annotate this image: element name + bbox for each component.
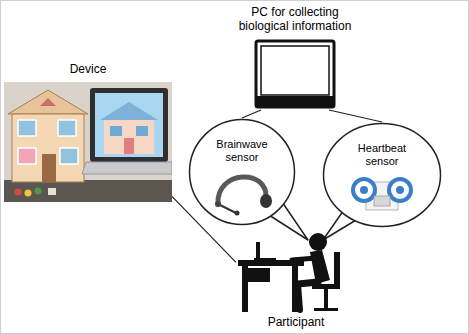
- heartbeat-sensor-picture: [322, 122, 442, 228]
- heartbeat-sensor-picture-part: [360, 186, 368, 194]
- device-photo-part: [8, 90, 88, 114]
- monitor-icon-part: [256, 41, 334, 107]
- connector-line: [329, 110, 382, 122]
- node-label: PC for collecting biological information: [229, 5, 361, 34]
- participant-figure-part: [248, 268, 270, 282]
- device-photo-part: [4, 180, 172, 202]
- device-photo-part: [12, 114, 84, 182]
- device-photo-part: [42, 154, 56, 182]
- monitor-icon-part: [261, 46, 329, 95]
- device-photo-part: [90, 88, 168, 162]
- participant-figure-part: [314, 308, 338, 311]
- headset-picture-part: [218, 204, 236, 213]
- bubble-outline: [322, 122, 442, 228]
- node-label: Participant: [246, 315, 346, 329]
- device-photo-part: [15, 189, 22, 196]
- participant-figure-part: [256, 242, 260, 258]
- participant-figure-part: [292, 258, 316, 260]
- device-photo-part: [95, 93, 163, 157]
- headset-picture-part: [215, 201, 221, 207]
- figure-node: Participant: [236, 228, 356, 332]
- node-label: Brainwave sensor: [207, 138, 277, 164]
- headset-picture: [188, 118, 296, 226]
- participant-figure-part: [324, 289, 328, 308]
- device-photo-part: [18, 120, 36, 136]
- heartbeat-sensor-picture-part: [396, 186, 404, 194]
- device-photo-part: [100, 102, 158, 120]
- figure-node: PC for collecting biological information: [225, 4, 365, 110]
- node-label: Heartbeat sensor: [346, 142, 418, 168]
- participant-figure-part: [334, 252, 340, 289]
- participant-figure-part: [298, 284, 300, 310]
- speech-bubble: Heartbeat sensor: [322, 122, 442, 228]
- monitor-icon-part: [257, 96, 333, 107]
- device-photo-part: [124, 138, 134, 154]
- headset-picture-part: [260, 194, 272, 208]
- heartbeat-sensor-picture-part: [374, 196, 390, 206]
- device-photo-part: [82, 162, 172, 174]
- heartbeat-sensor-picture-part: [353, 179, 375, 201]
- bubble-ellipse: [324, 124, 441, 227]
- heartbeat-sensor-picture-part: [389, 179, 411, 201]
- headset-picture-part: [235, 211, 240, 216]
- device-photo-part: [104, 120, 154, 154]
- device-photo-part: [18, 148, 36, 164]
- device-photo: [4, 62, 172, 202]
- device-photo-part: [58, 120, 76, 136]
- device-photo-part: [60, 148, 78, 164]
- device-photo-part: [40, 98, 56, 106]
- participant-figure-part: [242, 266, 248, 312]
- headset-picture-part: [218, 177, 266, 204]
- connector-line: [242, 110, 261, 118]
- device-photo-part: [110, 126, 122, 136]
- participant-figure-part: [310, 250, 330, 284]
- bubble-outline: [188, 118, 296, 226]
- device-photo-part: [4, 82, 172, 202]
- bubble-ellipse: [190, 120, 295, 225]
- device-photo-part: [25, 190, 32, 197]
- participant-figure-part: [309, 233, 327, 251]
- device-photo-part: [35, 188, 42, 195]
- speech-bubble: Brainwave sensor: [188, 118, 296, 226]
- device-photo-part: [48, 188, 56, 195]
- node-label: Device: [48, 62, 128, 76]
- device-photo-part: [136, 126, 148, 136]
- participant-figure-part: [254, 258, 276, 260]
- participant-figure-part: [298, 282, 318, 284]
- figure-node: Device: [4, 60, 172, 202]
